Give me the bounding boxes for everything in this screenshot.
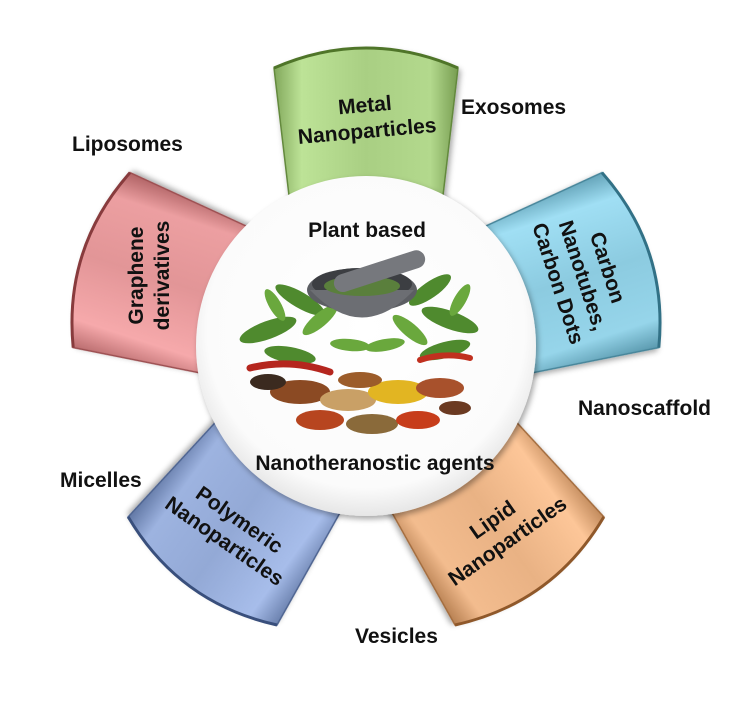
vesicles-label: Vesicles [355, 625, 438, 648]
petal-label-line: Graphene [125, 227, 148, 325]
nanoscaffold-label: Nanoscaffold [578, 397, 712, 420]
center-bottom-label: Nanotheranostic agents [255, 452, 494, 475]
petal-rim-graphene [70, 171, 132, 348]
petal-label-line: Metal [337, 92, 392, 120]
petal-rim-carbon [600, 171, 662, 348]
petal-label-line: derivatives [151, 221, 174, 331]
exosomes-label: Exosomes [461, 96, 567, 119]
micelles-label: Micelles [60, 469, 142, 492]
petal-metal [273, 46, 459, 205]
center-top-label: Plant based [308, 219, 426, 242]
petal-rim-polymeric [126, 516, 278, 627]
petal-rim-lipid [454, 516, 606, 627]
liposomes-label: Liposomes [72, 133, 183, 156]
petal-rim-metal [273, 46, 459, 70]
herbs-spices-image [239, 250, 479, 434]
